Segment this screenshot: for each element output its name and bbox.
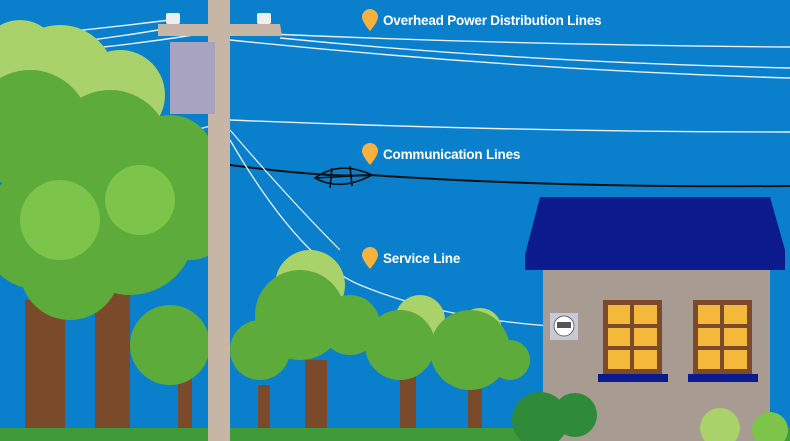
window — [598, 300, 668, 382]
map-pin-icon — [362, 143, 378, 165]
label-text: Overhead Power Distribution Lines — [383, 12, 602, 28]
label-overhead-power-lines: Overhead Power Distribution Lines — [362, 9, 602, 31]
trees-middle — [130, 250, 530, 441]
map-pin-icon — [362, 9, 378, 31]
label-communication-lines: Communication Lines — [362, 143, 520, 165]
shrubs — [512, 392, 788, 441]
map-pin-icon — [362, 247, 378, 269]
cable-splice — [313, 165, 374, 189]
electric-meter — [550, 313, 578, 340]
roof — [525, 197, 785, 270]
service-drop — [229, 129, 341, 251]
label-text: Service Line — [383, 250, 461, 266]
insulator — [166, 13, 180, 24]
insulator — [257, 13, 271, 24]
utility-pole — [158, 0, 282, 441]
label-service-line: Service Line — [362, 247, 460, 269]
label-text: Communication Lines — [383, 146, 521, 162]
transformer — [170, 42, 215, 114]
window — [688, 300, 758, 382]
